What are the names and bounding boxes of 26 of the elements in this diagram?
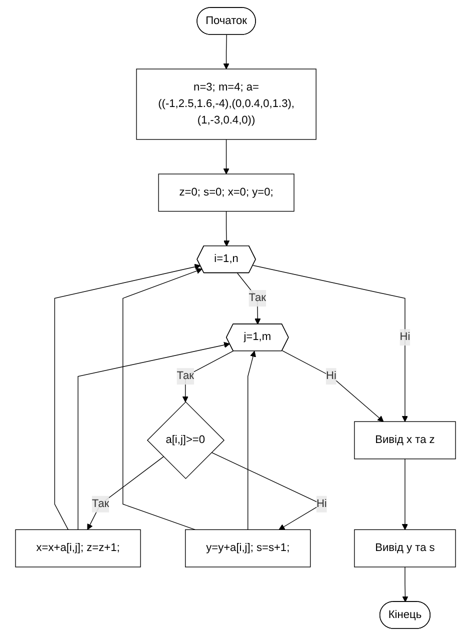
node-box: Вивід y та s (354, 529, 456, 568)
arrow (282, 350, 384, 422)
node-box: y=y+a[i,j]; s=s+1; (186, 529, 312, 568)
node-box: Вивід x та z (354, 421, 456, 460)
edge-label: Так (249, 292, 266, 304)
arrow (402, 458, 408, 530)
node-diamond: a[i,j]>=0 (147, 401, 225, 480)
arrow (248, 350, 256, 530)
arrow (224, 210, 230, 246)
edge-label: Ні (316, 498, 328, 510)
node-box: z=0; s=0; x=0; y=0; (158, 174, 295, 212)
edge-label: Ні (400, 331, 411, 343)
edge-label: Так (177, 370, 194, 382)
edge-label: Ні (326, 370, 337, 382)
node-box: n=3; m=4; a=((-1,2.5,1.6,-4),(0,0.4,0,1.3),(1,-3,0.4,0)) (136, 68, 317, 140)
node-box: x=x+a[i,j]; z=z+1; (16, 529, 142, 568)
arrow (182, 350, 234, 402)
arrow (224, 34, 230, 70)
arrow (253, 265, 408, 422)
edge-label: Так (92, 498, 110, 510)
arrow (54, 264, 202, 530)
arrow (88, 456, 164, 530)
arrow (402, 566, 409, 602)
arrow (123, 268, 203, 530)
arrow (224, 139, 230, 174)
arrow (78, 342, 230, 530)
